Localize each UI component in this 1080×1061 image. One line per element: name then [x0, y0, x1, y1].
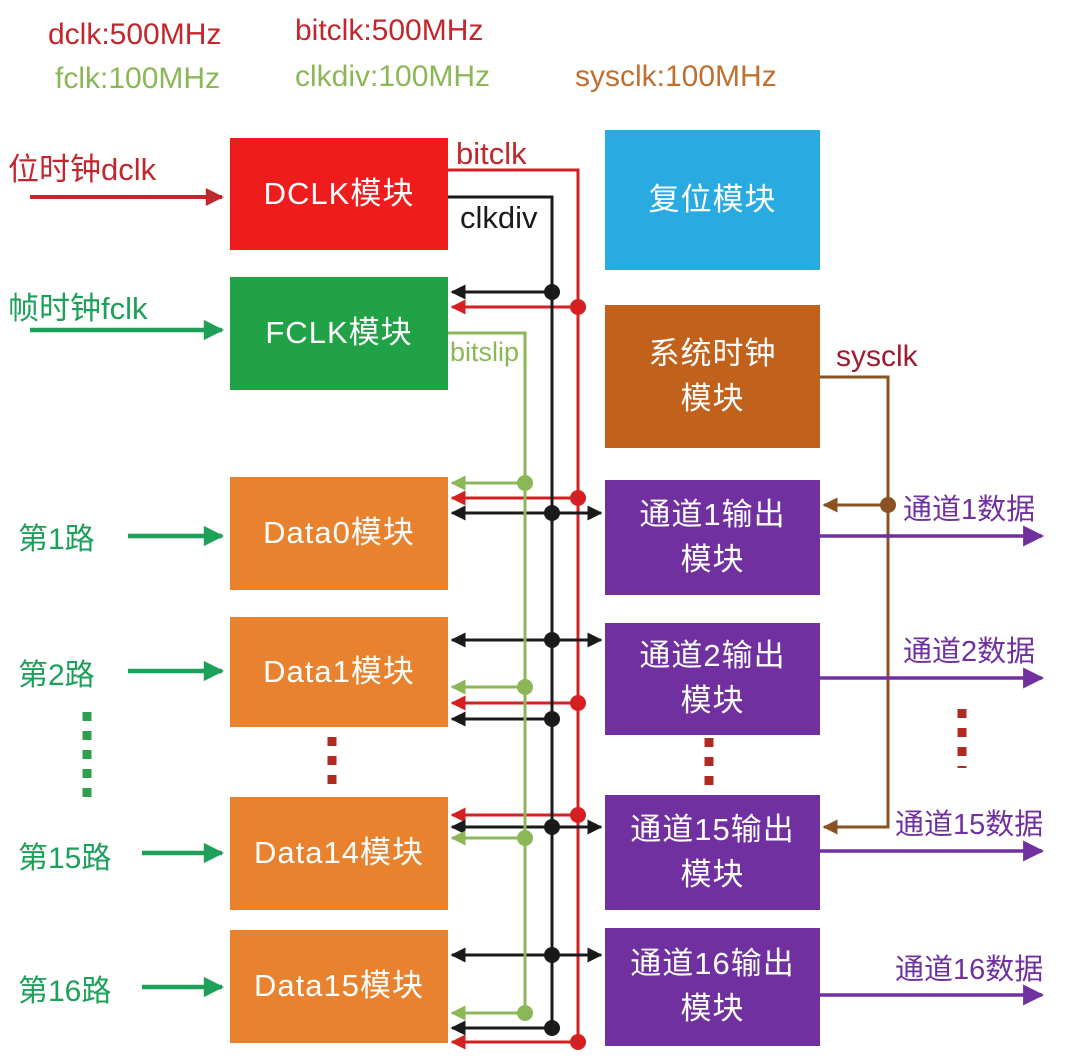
block-data1-module: Data1模块	[230, 617, 448, 727]
block-channel15-output-label-line1: 通道15输出	[630, 811, 795, 847]
sysclk-junction-out1	[880, 497, 896, 513]
block-channel15-output-label-line2: 模块	[680, 856, 745, 892]
legend-fclk: fclk:100MHz	[55, 62, 221, 95]
clkdiv-junction-data15-bottom	[544, 1020, 560, 1036]
clkdiv-junction-data14	[544, 819, 560, 835]
clkdiv-junction-fclk	[544, 284, 560, 300]
signal-label-bitclk: bitclk	[456, 136, 527, 171]
block-reset-module: 复位模块	[605, 130, 820, 270]
block-system-clock-module: 系统时钟 模块	[605, 305, 820, 448]
bitclk-junction-data0	[570, 490, 586, 506]
clkdiv-junction-data1-top	[544, 632, 560, 648]
block-data14-label: Data14模块	[254, 835, 424, 871]
block-data15-label: Data15模块	[254, 968, 424, 1004]
block-channel15-output-module: 通道15输出 模块	[605, 795, 820, 910]
legend-dclk: dclk:500MHz	[48, 18, 222, 51]
legend-clkdiv: clkdiv:100MHz	[295, 60, 491, 93]
block-reset-label: 复位模块	[648, 181, 777, 217]
block-data14-module: Data14模块	[230, 797, 448, 910]
bitslip-junction-data14	[517, 830, 533, 846]
bitslip-junction-data0	[517, 475, 533, 491]
clkdiv-junction-data0	[544, 505, 560, 521]
block-channel1-output-label-line2: 模块	[680, 541, 745, 577]
clkdiv-junction-data1-bottom	[544, 711, 560, 727]
output-label-channel15: 通道15数据	[895, 809, 1044, 841]
block-fclk-label: FCLK模块	[265, 315, 413, 351]
output-label-channel1: 通道1数据	[903, 494, 1036, 526]
bitclk-junction-data1	[570, 695, 586, 711]
block-channel2-output-label-line2: 模块	[680, 683, 745, 718]
block-channel2-output-label-line1: 通道2输出	[639, 638, 786, 674]
block-data1-label: Data1模块	[263, 653, 415, 689]
bitclk-junction-data14	[570, 807, 586, 823]
lane-label-16: 第16路	[18, 975, 112, 1008]
sysclk-wire-main	[820, 375, 890, 835]
signal-label-clkdiv: clkdiv	[460, 200, 538, 235]
signal-label-sysclk: sysclk	[836, 340, 918, 373]
block-channel1-output-module: 通道1输出 模块	[605, 480, 820, 595]
clkdiv-wire-main	[448, 195, 554, 1036]
bitclk-wire-main	[448, 168, 580, 1050]
bitclk-junction-data15	[570, 1034, 586, 1050]
signal-label-bitslip: bitslip	[450, 337, 520, 367]
block-dclk-module: DCLK模块	[230, 138, 448, 250]
bitslip-wire-main	[448, 331, 527, 1021]
bitslip-junction-data1	[517, 679, 533, 695]
block-system-clock-label-line1: 系统时钟	[648, 335, 777, 371]
legend-bitclk: bitclk:500MHz	[295, 14, 484, 47]
block-data0-label: Data0模块	[263, 515, 415, 551]
block-channel16-output-module: 通道16输出 模块	[605, 928, 820, 1046]
block-channel16-output-label-line2: 模块	[680, 991, 745, 1026]
block-channel2-output-module: 通道2输出 模块	[605, 623, 820, 735]
output-label-channel16: 通道16数据	[895, 954, 1044, 986]
block-channel16-output-label-line1: 通道16输出	[630, 946, 795, 982]
lane-label-2: 第2路	[18, 659, 95, 692]
clkdiv-junction-data15-top	[544, 947, 560, 963]
bitslip-junction-data15	[517, 1005, 533, 1021]
block-system-clock-label-line2: 模块	[680, 380, 745, 416]
block-fclk-module: FCLK模块	[230, 277, 448, 390]
output-label-channel2: 通道2数据	[903, 636, 1036, 668]
input-label-dclk: 位时钟dclk	[8, 152, 157, 187]
input-label-fclk: 帧时钟fclk	[8, 291, 148, 326]
bitclk-junction-fclk	[570, 299, 586, 315]
block-dclk-label: DCLK模块	[263, 175, 415, 211]
lane-label-15: 第15路	[18, 842, 112, 875]
block-data15-module: Data15模块	[230, 930, 448, 1043]
lane-label-1: 第1路	[18, 523, 95, 556]
legend-sysclk: sysclk:100MHz	[575, 60, 777, 93]
block-channel1-output-label-line1: 通道1输出	[639, 496, 786, 532]
block-data0-module: Data0模块	[230, 477, 448, 590]
